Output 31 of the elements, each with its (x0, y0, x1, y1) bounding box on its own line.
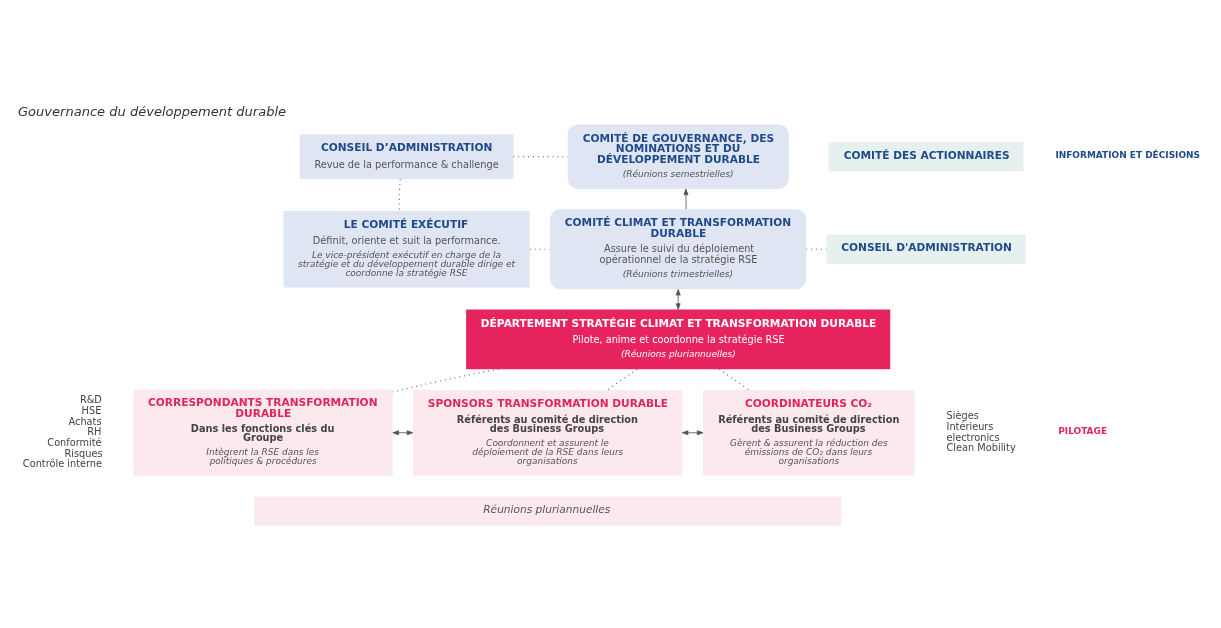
label: Clean Mobility (946, 441, 1016, 453)
label: Sièges (946, 409, 979, 421)
label: PILOTAGE (1058, 425, 1108, 436)
arrow (392, 429, 414, 435)
label: Intérieurs (946, 420, 994, 432)
arrow (675, 288, 681, 310)
node-box: COMITÉ DE GOUVERNANCE, DES NOMINATIONS ET DU DÉVELOPPEMENT DURABLE (Réunions semestrielles) (567, 123, 789, 189)
node-box: COMITÉ DES ACTIONNAIRES (828, 141, 1024, 171)
label: RH (87, 425, 102, 437)
node-box: COORDINATEURS CO₂ Référents au comité de direction des Business Groups Gèrent & assurent la réduction des émissions de CO₂ dans leurs organisations (703, 389, 915, 476)
label: R&D (79, 393, 102, 405)
diagram-title: Gouvernance du développement durable (17, 103, 287, 119)
label: HSE (81, 404, 102, 416)
label: Contrôle interne (22, 457, 103, 469)
label: Risques (64, 446, 103, 458)
connector (512, 155, 569, 157)
label: Conformité (47, 436, 102, 448)
node-box: CONSEIL D'ADMINISTRATION (826, 234, 1026, 264)
node-box: SPONSORS TRANSFORMATION DURABLE Référents au comité de direction des Business Groups Coordonnent et assurent le déploiement de la RSE dans leurs organisations (413, 389, 683, 476)
connector (398, 178, 401, 211)
connector (529, 248, 551, 250)
node-box: COMITÉ CLIMAT ET TRANSFORMATION DURABLE Assure le suivi du déploiement opérationnel de la stratégie RSE (Réunions trimestrielles) (550, 208, 807, 289)
node-box: LE COMITÉ EXÉCUTIF Définit, oriente et suit la performance. Le vice-président exécutif en charge de la stratégie et du développement durable dirige et coordonne la stratégie RSE (283, 210, 530, 288)
node-box: DÉPARTEMENT STRATÉGIE CLIMAT ET TRANSFORMATION DURABLE Pilote, anime et coordonne la stratégie RSE (Réunions pluriannuelles) (466, 309, 891, 369)
arrow (683, 188, 689, 209)
label: Achats (68, 415, 102, 427)
arrow (681, 429, 704, 435)
label: electronics (946, 431, 1000, 443)
node-box: CORRESPONDANTS TRANSFORMATION DURABLE Dans les fonctions clés du Groupe Intègrent la RSE dans les politiques & procédures (133, 389, 393, 476)
node-box: CONSEIL D’ADMINISTRATION Revue de la performance & challenge (299, 133, 514, 179)
label: INFORMATION ET DÉCISIONS (1055, 149, 1201, 160)
